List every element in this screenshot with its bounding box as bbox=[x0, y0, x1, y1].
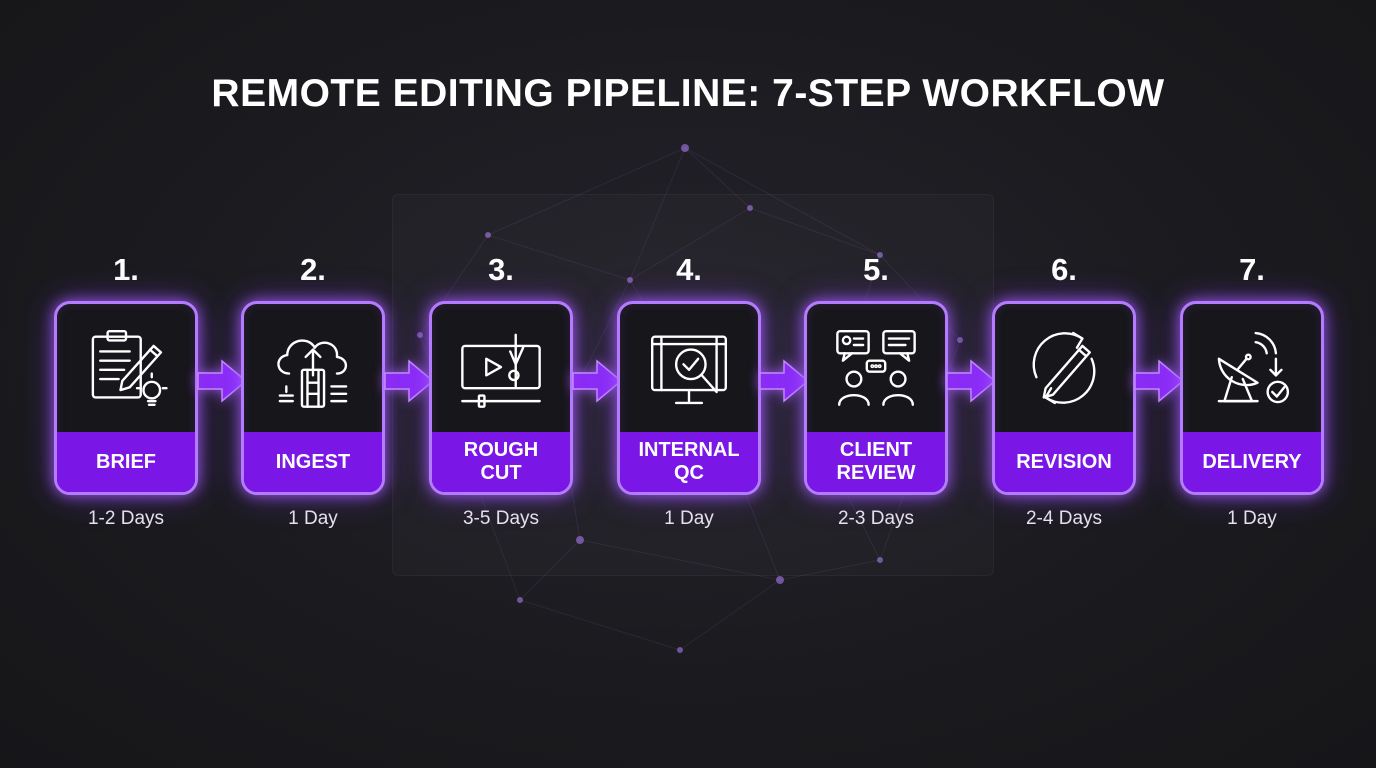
step-duration: 1-2 Days bbox=[87, 508, 165, 529]
arrow-right-icon bbox=[383, 355, 435, 407]
step-number: 7. bbox=[1239, 252, 1265, 287]
step-rough-cut: 3. ROUGH CUT 3-5 Days bbox=[428, 250, 574, 530]
step-card: DELIVERY bbox=[1180, 301, 1324, 495]
step-number: 3. bbox=[488, 252, 514, 287]
step-internal-qc: 4. INTERNAL QC 1 Day bbox=[616, 250, 762, 530]
step-duration: 3-5 Days bbox=[462, 508, 540, 529]
step-duration: 1 Day bbox=[664, 508, 714, 529]
step-revision: 6. REVISION 2-4 Days bbox=[991, 250, 1137, 530]
arrow-right-icon bbox=[758, 355, 810, 407]
step-client-review: 5. CLIENT REVIEW 2-3 Days bbox=[803, 250, 949, 530]
step-label: ROUGH CUT bbox=[432, 432, 570, 492]
video-scissors-timeline-icon bbox=[432, 304, 570, 432]
step-number: 1. bbox=[113, 252, 139, 287]
step-label: INTERNAL QC bbox=[620, 432, 758, 492]
step-duration: 2-3 Days bbox=[837, 508, 915, 529]
diagram-title: REMOTE EDITING PIPELINE: 7-STEP WORKFLOW bbox=[211, 72, 1165, 115]
arrow-right-icon bbox=[571, 355, 623, 407]
arrow-right-icon bbox=[945, 355, 997, 407]
step-label: REVISION bbox=[995, 432, 1133, 492]
satellite-dish-check-icon bbox=[1183, 304, 1321, 432]
step-label: DELIVERY bbox=[1183, 432, 1321, 492]
step-label: BRIEF bbox=[57, 432, 195, 492]
step-delivery: 7. DELIVERY 1 Day bbox=[1179, 250, 1325, 530]
step-ingest: 2. INGEST 1 Day bbox=[240, 250, 386, 530]
step-card: INGEST bbox=[241, 301, 385, 495]
step-number: 2. bbox=[300, 252, 326, 287]
cycle-pencil-icon bbox=[995, 304, 1133, 432]
arrow-right-icon bbox=[196, 355, 248, 407]
step-number: 6. bbox=[1051, 252, 1077, 287]
step-card: REVISION bbox=[992, 301, 1136, 495]
step-duration: 1 Day bbox=[1227, 508, 1277, 529]
step-card: INTERNAL QC bbox=[617, 301, 761, 495]
people-chat-icon bbox=[807, 304, 945, 432]
step-duration: 2-4 Days bbox=[1025, 508, 1103, 529]
step-brief: 1. BRIEF 1-2 Days bbox=[53, 250, 199, 530]
monitor-magnifier-check-icon bbox=[620, 304, 758, 432]
step-label: INGEST bbox=[244, 432, 382, 492]
cloud-upload-film-icon bbox=[244, 304, 382, 432]
step-label: CLIENT REVIEW bbox=[807, 432, 945, 492]
step-number: 5. bbox=[863, 252, 889, 287]
step-duration: 1 Day bbox=[288, 508, 338, 529]
step-card: BRIEF bbox=[54, 301, 198, 495]
step-number: 4. bbox=[676, 252, 702, 287]
arrow-right-icon bbox=[1133, 355, 1185, 407]
step-card: CLIENT REVIEW bbox=[804, 301, 948, 495]
clipboard-pencil-lightbulb-icon bbox=[57, 304, 195, 432]
step-card: ROUGH CUT bbox=[429, 301, 573, 495]
